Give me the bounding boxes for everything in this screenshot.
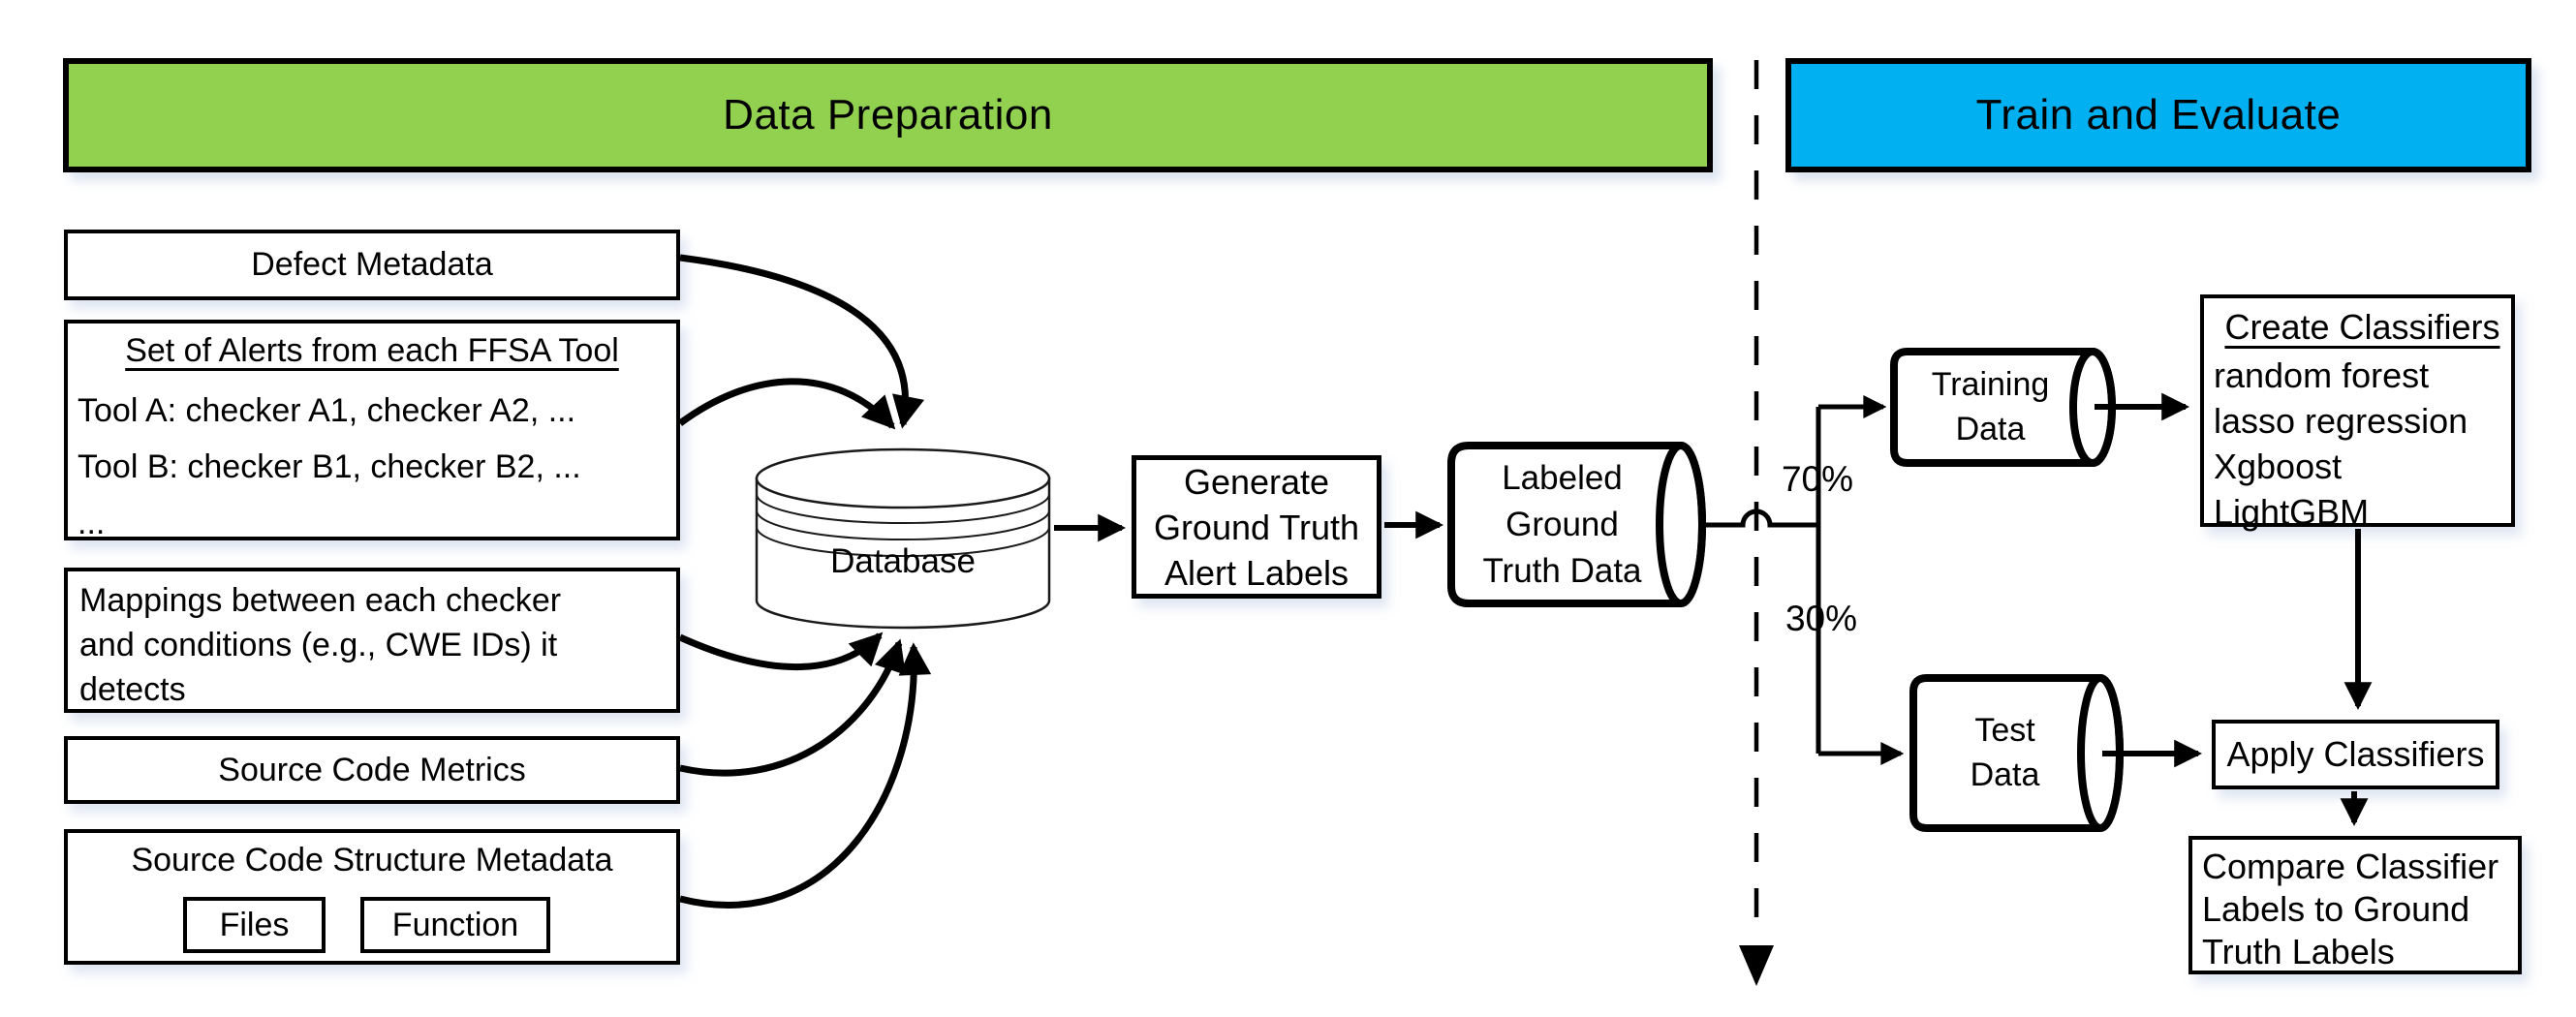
header-train-and-evaluate: Train and Evaluate	[1785, 58, 2531, 172]
generate-ground-truth-box: Generate Ground Truth Alert Labels	[1132, 455, 1381, 599]
source-code-metrics-box: Source Code Metrics	[64, 736, 680, 804]
compare-line-3: Truth Labels	[2202, 932, 2395, 971]
split-line-horizontal	[1702, 508, 1818, 528]
arrow-defect-to-database	[679, 254, 924, 429]
header-train-and-evaluate-label: Train and Evaluate	[1975, 91, 2342, 139]
labeled-line-3: Truth Data	[1482, 551, 1642, 590]
compare-line-1: Compare Classifier	[2202, 847, 2499, 886]
labeled-line-1: Labeled	[1502, 458, 1623, 497]
classifier-item-random-forest: random forest	[2214, 354, 2430, 395]
arrow-alerts-to-database	[677, 378, 896, 430]
classifier-item-lasso-regression: lasso regression	[2214, 400, 2468, 441]
database-label: Database	[830, 542, 976, 580]
test-data-label: Test Data	[1915, 680, 2095, 825]
source-code-structure-box: Source Code Structure Metadata Files Fun…	[64, 829, 680, 965]
function-label: Function	[391, 906, 519, 943]
classifier-item-lightgbm: LightGBM	[2214, 491, 2370, 532]
apply-classifiers-label: Apply Classifiers	[2226, 734, 2485, 775]
training-data-label: Training Data	[1896, 354, 2085, 460]
generate-line-2: Ground Truth	[1153, 507, 1360, 547]
source-code-metrics-label: Source Code Metrics	[218, 751, 526, 788]
arrow-metrics-to-database	[679, 638, 906, 777]
training-line-1: Training	[1931, 366, 2050, 403]
mappings-line-2: and conditions (e.g., CWE IDs) it	[79, 627, 558, 663]
source-code-structure-title: Source Code Structure Metadata	[131, 842, 613, 878]
compare-labels-box: Compare Classifier Labels to Ground Trut…	[2188, 836, 2522, 974]
mappings-line-1: Mappings between each checker	[79, 582, 562, 619]
labeled-line-2: Ground	[1505, 505, 1619, 543]
test-split-percentage: 30%	[1785, 599, 1858, 638]
generate-line-3: Alert Labels	[1164, 552, 1350, 593]
alerts-line-ellipsis: ...	[78, 504, 106, 541]
generate-line-1: Generate	[1183, 461, 1330, 502]
header-data-preparation: Data Preparation	[63, 58, 1713, 172]
test-line-2: Data	[1970, 756, 2040, 793]
classifier-item-xgboost: Xgboost	[2214, 446, 2343, 486]
training-line-2: Data	[1955, 411, 2026, 447]
mappings-box: Mappings between each checker and condit…	[64, 568, 680, 713]
alerts-box: Set of Alerts from each FFSA Tool Tool A…	[64, 320, 680, 541]
arrow-structure-to-database	[679, 642, 932, 909]
train-split-percentage: 70%	[1781, 459, 1854, 499]
defect-metadata-label: Defect Metadata	[251, 246, 493, 284]
files-box: Files	[183, 897, 326, 953]
test-line-1: Test	[1974, 712, 2035, 749]
files-label: Files	[219, 906, 290, 943]
apply-classifiers-box: Apply Classifiers	[2212, 720, 2499, 789]
create-classifiers-title: Create Classifiers	[2224, 307, 2500, 347]
arrow-mappings-to-database	[678, 632, 884, 670]
alerts-line-tool-a: Tool A: checker A1, checker A2, ...	[78, 391, 576, 429]
alerts-box-title: Set of Alerts from each FFSA Tool	[125, 332, 619, 369]
compare-line-2: Labels to Ground	[2202, 889, 2470, 929]
function-box: Function	[360, 897, 550, 953]
header-data-preparation-label: Data Preparation	[723, 91, 1053, 139]
labeled-ground-truth-label: Labeled Ground Truth Data	[1453, 449, 1671, 600]
section-divider-arrowhead	[1739, 945, 1774, 986]
mappings-line-3: detects	[79, 671, 186, 708]
alerts-line-tool-b: Tool B: checker B1, checker B2, ...	[78, 447, 581, 485]
defect-metadata-box: Defect Metadata	[64, 230, 680, 300]
create-classifiers-box: Create Classifiers random forest lasso r…	[2200, 294, 2515, 532]
